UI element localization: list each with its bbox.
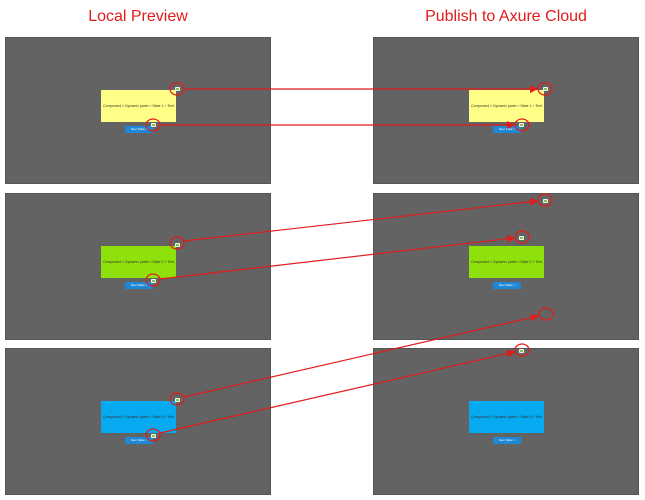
panel-text: Component > Dynamic panel > State 3 > Te…: [471, 415, 542, 419]
note-icon[interactable]: [519, 236, 524, 240]
panel-text: Component > Dynamic panel > State 1 > Te…: [471, 104, 542, 108]
note-icon[interactable]: [519, 123, 524, 127]
publish-axure-cloud-heading: Publish to Axure Cloud: [425, 8, 587, 25]
dynamic-panel: Component > Dynamic panel > State 3 > Te…: [101, 401, 176, 433]
next-state-button[interactable]: Next State >: [493, 282, 521, 289]
note-icon[interactable]: [151, 123, 156, 127]
local-preview-heading: Local Preview: [88, 8, 188, 25]
local-preview-frame-state-3: Component > Dynamic panel > State 3 > Te…: [5, 348, 271, 495]
dynamic-panel: Component > Dynamic panel > State 2 > Te…: [101, 246, 176, 278]
panel-text: Component > Dynamic panel > State 1 > Te…: [103, 104, 174, 108]
cloud-frame-state-2: Component > Dynamic panel > State 2 > Te…: [373, 193, 639, 340]
panel-text: Component > Dynamic panel > State 3 > Te…: [103, 415, 174, 419]
note-icon[interactable]: [175, 398, 180, 402]
next-state-button[interactable]: Next State >: [125, 126, 153, 133]
dynamic-panel: Component > Dynamic panel > State 2 > Te…: [469, 246, 544, 278]
dynamic-panel: Component > Dynamic panel > State 1 > Te…: [101, 90, 176, 122]
local-preview-frame-state-1: Component > Dynamic panel > State 1 > Te…: [5, 37, 271, 184]
note-icon[interactable]: [519, 349, 524, 353]
next-state-button[interactable]: Next State >: [125, 437, 153, 444]
note-icon[interactable]: [151, 434, 156, 438]
panel-text: Component > Dynamic panel > State 2 > Te…: [471, 260, 542, 264]
cloud-frame-state-3: Component > Dynamic panel > State 3 > Te…: [373, 348, 639, 495]
dynamic-panel: Component > Dynamic panel > State 3 > Te…: [469, 401, 544, 433]
next-state-button[interactable]: Next State >: [493, 126, 521, 133]
local-preview-frame-state-2: Component > Dynamic panel > State 2 > Te…: [5, 193, 271, 340]
cloud-frame-state-1: Component > Dynamic panel > State 1 > Te…: [373, 37, 639, 184]
dynamic-panel: Component > Dynamic panel > State 1 > Te…: [469, 90, 544, 122]
panel-text: Component > Dynamic panel > State 2 > Te…: [103, 260, 174, 264]
note-icon[interactable]: [175, 87, 180, 91]
note-icon[interactable]: [543, 87, 548, 91]
note-icon[interactable]: [543, 199, 548, 203]
next-state-button[interactable]: Next State >: [125, 282, 153, 289]
note-icon[interactable]: [175, 243, 180, 247]
note-icon[interactable]: [151, 279, 156, 283]
next-state-button[interactable]: Next State >: [493, 437, 521, 444]
